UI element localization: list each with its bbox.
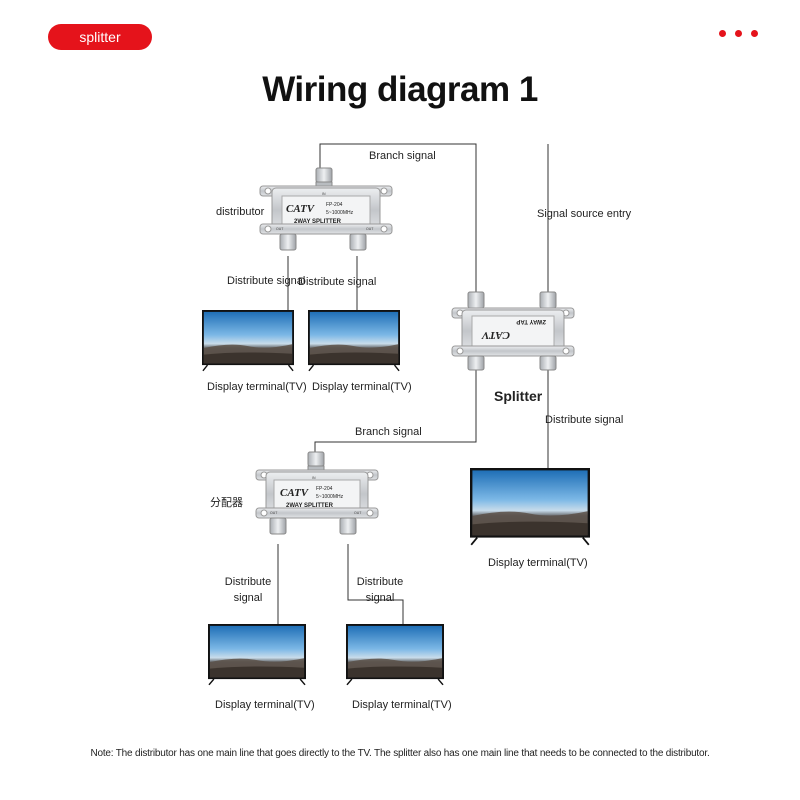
label-distributor-cn: 分配器 (210, 496, 243, 509)
label-signal-source-entry: Signal source entry (537, 208, 632, 220)
tv-right (469, 467, 591, 546)
label-distribute-signal-3-line2: signal (234, 592, 263, 604)
branch-cable-top (319, 143, 477, 292)
label-branch-signal-bottom: Branch signal (355, 426, 422, 438)
distributor-device-bottom: CATV FP-204 5~1000MHz 2WAY SPLITTER IN O… (255, 451, 379, 535)
out-text: OUT (366, 227, 374, 231)
branch-cable-bottom (314, 370, 477, 460)
cables (277, 143, 549, 625)
label-distribute-signal-4-line2: signal (366, 592, 395, 604)
label-display-tv-right: Display terminal(TV) (488, 557, 588, 569)
out-text: OUT (270, 511, 278, 515)
dot (735, 30, 742, 37)
label-distribute-signal-1: Distribute signal (227, 275, 305, 287)
distributor-device-top: CATV FP-204 5~1000MHz 2WAY SPLITTER IN O… (259, 167, 393, 251)
label-distributor: distributor (216, 206, 265, 218)
catv-text: CATV (480, 329, 510, 341)
catv-text: CATV (286, 203, 316, 215)
label-distribute-signal-3-line1: Distribute (225, 576, 271, 588)
out-text: OUT (354, 511, 362, 515)
label-splitter: Splitter (494, 388, 543, 404)
out-text: OUT (276, 227, 284, 231)
tv-1 (201, 309, 295, 372)
model-text: FP-204 (316, 486, 333, 492)
label-display-tv-2: Display terminal(TV) (312, 381, 412, 393)
label-display-tv-4: Display terminal(TV) (352, 699, 452, 711)
model-text: FP-204 (326, 202, 343, 208)
tap-type-text: 2WAY TAP (516, 318, 546, 324)
splitter-tag: splitter (48, 24, 152, 50)
tv-2 (307, 309, 401, 372)
freq-text: 5~1000MHz (316, 494, 344, 500)
page-title: Wiring diagram 1 (262, 70, 538, 109)
label-display-tv-1: Display terminal(TV) (207, 381, 307, 393)
in-text: IN (322, 192, 326, 196)
tv-4 (345, 623, 445, 686)
label-display-tv-3: Display terminal(TV) (215, 699, 315, 711)
label-branch-signal-top: Branch signal (369, 150, 436, 162)
distribute-cable-4 (347, 544, 404, 625)
type-text: 2WAY SPLITTER (294, 219, 342, 225)
dot (719, 30, 726, 37)
splitter-device: CATV 2WAY TAP (451, 291, 575, 371)
more-menu-icon[interactable] (716, 30, 760, 40)
label-distribute-signal-2: Distribute signal (298, 276, 376, 288)
tv-3 (207, 623, 307, 686)
catv-text: CATV (280, 487, 310, 499)
in-text: IN (312, 476, 316, 480)
label-distribute-signal-4-line1: Distribute (357, 576, 403, 588)
freq-text: 5~1000MHz (326, 210, 354, 216)
dot (751, 30, 758, 37)
footnote: Note: The distributor has one main line … (90, 748, 710, 759)
label-distribute-signal-right: Distribute signal (545, 414, 623, 426)
type-text: 2WAY SPLITTER (286, 503, 334, 509)
